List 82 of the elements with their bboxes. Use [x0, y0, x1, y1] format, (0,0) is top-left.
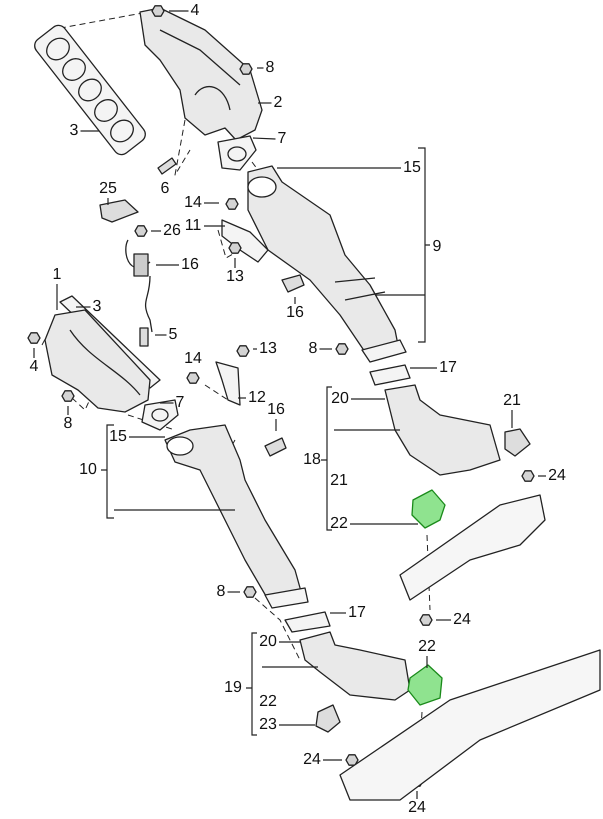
leader-line	[320, 348, 332, 350]
callout-number: 8	[264, 59, 276, 77]
callout-number: 16	[285, 304, 305, 322]
callout-number: 15	[108, 428, 128, 446]
callout-number: 21	[329, 472, 349, 490]
leader-line	[204, 225, 225, 227]
callout-number: 8	[62, 415, 74, 433]
leader-line	[436, 619, 451, 621]
leader-line	[330, 612, 346, 614]
leader-line	[258, 102, 272, 104]
callout-number: 16	[180, 256, 200, 274]
leader-line	[156, 264, 179, 266]
leader-line	[511, 410, 513, 428]
leader-line	[76, 306, 90, 308]
leader-line	[56, 284, 58, 310]
callout-number: 22	[258, 693, 278, 711]
callout-number: 24	[452, 611, 472, 629]
leader-line	[257, 67, 264, 69]
leader-line	[253, 348, 257, 350]
leader-line	[204, 202, 219, 204]
callout-number: 8	[308, 340, 318, 358]
callout-number: 16	[266, 401, 286, 419]
callout-number: 24	[407, 799, 427, 817]
leader-line	[279, 724, 315, 726]
callout-number: 21	[502, 392, 522, 410]
callout-number: 20	[330, 390, 350, 408]
callout-number: 2	[272, 94, 284, 112]
callout-number: 4	[190, 2, 200, 20]
callout-number: 17	[438, 359, 458, 377]
callout-number: 13	[258, 340, 278, 358]
leader-line	[33, 348, 35, 358]
callout-number: 13	[225, 268, 245, 286]
callout-number: 24	[547, 467, 567, 485]
callout-number: 23	[258, 716, 278, 734]
callout-number: 18	[302, 451, 322, 469]
callout-number: 19	[223, 679, 243, 697]
callout-number: 3	[92, 298, 102, 316]
leader-line	[351, 398, 385, 400]
leader-line	[279, 641, 300, 643]
leader-line	[323, 759, 342, 761]
callout-number: 11	[183, 217, 203, 235]
callout-number: 7	[174, 394, 186, 412]
leader-line	[538, 475, 546, 477]
callout-number: 15	[402, 159, 422, 177]
callout-number: 22	[329, 515, 349, 533]
callout-number: 14	[183, 350, 203, 368]
leader-line	[129, 436, 165, 438]
leader-line	[151, 230, 161, 232]
callout-number: 3	[68, 122, 80, 140]
callout-number: 20	[258, 633, 278, 651]
callout-number: 4	[28, 358, 40, 376]
leader-line	[155, 334, 166, 336]
callout-number: 12	[247, 389, 267, 407]
callout-number: 26	[162, 222, 182, 240]
leader-line	[275, 419, 277, 431]
callout-number: 5	[168, 326, 178, 344]
leader-line	[238, 397, 246, 399]
leader-line	[277, 167, 401, 169]
leader-line	[67, 406, 69, 415]
leader-line	[160, 402, 174, 404]
leader-line	[416, 791, 418, 799]
callout-number: 1	[52, 266, 62, 284]
leader-line	[80, 130, 99, 132]
leader-line	[410, 367, 437, 369]
leader-line	[107, 198, 109, 205]
callout-number: 7	[276, 130, 288, 148]
callout-number: 9	[432, 238, 442, 256]
callout-number: 8	[216, 583, 226, 601]
leader-line	[228, 591, 240, 593]
callout-number: 14	[183, 194, 203, 212]
leader-line	[252, 137, 276, 140]
leader-line	[294, 297, 296, 304]
callout-number: 10	[78, 461, 98, 479]
callout-number: 24	[302, 751, 322, 769]
callout-number: 25	[98, 180, 118, 198]
callout-number: 22	[417, 638, 437, 656]
callout-number: 6	[160, 180, 170, 198]
callout-number: 17	[347, 604, 367, 622]
leader-line	[350, 523, 418, 525]
leader-line	[426, 656, 428, 668]
leader-line	[234, 258, 236, 268]
leader-line	[169, 10, 188, 12]
